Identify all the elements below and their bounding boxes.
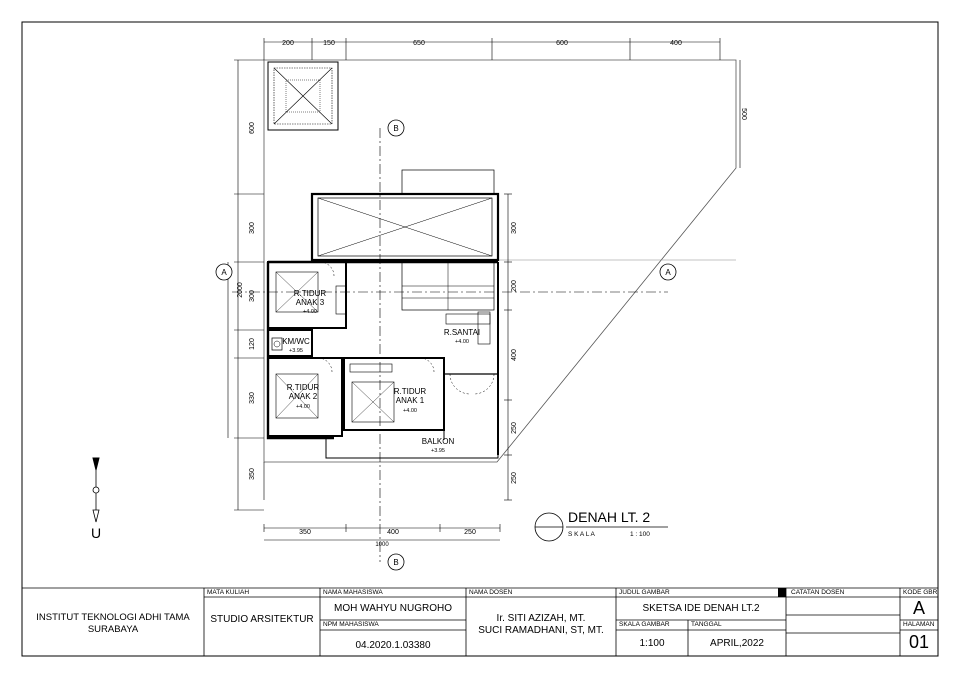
plan-scale-value: 1 : 100 (630, 531, 650, 538)
catatan-dosen-label: CATATAN DOSEN (791, 589, 845, 596)
dim-left-total: 2000 (237, 282, 244, 298)
site-boundary (263, 59, 737, 463)
dim-right-diag: 500 (740, 108, 747, 120)
dim-right-4: 250 (511, 422, 518, 434)
room-label-balkon: BALKON (422, 437, 455, 446)
dim-right-2: 200 (511, 280, 518, 292)
room-level-balkon: +3.95 (431, 448, 445, 454)
dim-right-1: 300 (511, 222, 518, 234)
plan-title-block: DENAH LT. 2 S K A L A 1 : 100 (534, 509, 668, 542)
dim-top-3: 650 (413, 40, 425, 47)
north-label: U (91, 525, 101, 541)
nama-mahasiswa-label: NAMA MAHASISWA (323, 589, 383, 596)
building-walls (263, 169, 500, 500)
skala-gambar-value: 1:100 (639, 638, 665, 649)
dim-left-2: 300 (249, 222, 256, 234)
north-arrow-icon (92, 457, 100, 523)
section-marker-b-top: B (387, 119, 405, 137)
svg-text:B: B (393, 124, 398, 133)
dosen-1-value: Ir. SITI AZIZAH, MT. (496, 613, 586, 624)
nama-dosen-label: NAMA DOSEN (469, 589, 513, 596)
dim-left-1: 600 (249, 122, 256, 134)
dim-left-5: 330 (249, 392, 256, 404)
tanggal-value: APRIL,2022 (710, 638, 764, 649)
dim-right-5: 250 (511, 472, 518, 484)
npm-label: NPM MAHASISWA (323, 621, 379, 628)
room-level-anak3: +4.00 (303, 309, 317, 315)
plan-title: DENAH LT. 2 (568, 509, 650, 525)
dimension-labels: 200 150 650 600 400 600 300 300 120 330 … (237, 40, 747, 548)
room-level-santai: +4.00 (455, 339, 469, 345)
tanggal-label: TANGGAL (691, 621, 722, 628)
dosen-2-value: SUCI RAMADHANI, ST, MT. (478, 625, 604, 636)
room-level-anak2: +4.00 (296, 404, 310, 410)
room-label-santai: R.SANTAI (444, 328, 480, 337)
svg-text:B: B (393, 558, 398, 567)
section-marker-a-left: A (215, 263, 233, 281)
halaman-label: HALAMAN (903, 621, 935, 628)
dim-bottom-2: 400 (387, 529, 399, 536)
dim-top-5: 400 (670, 40, 682, 47)
mata-kuliah-value: STUDIO ARSITEKTUR (210, 614, 314, 625)
dim-bottom-1: 350 (299, 529, 311, 536)
dim-right-3: 400 (511, 349, 518, 361)
room-label-kmwc: KM/WC (282, 337, 310, 346)
dim-left-4: 120 (249, 338, 256, 350)
dimension-lines (227, 38, 741, 541)
svg-text:A: A (221, 268, 227, 277)
roof-hatch (267, 61, 339, 131)
plan-scale-word: S K A L A (568, 531, 596, 538)
judul-gambar-label: JUDUL GAMBAR (619, 589, 670, 596)
room-level-kmwc: +3.95 (289, 348, 303, 354)
dim-top-1: 200 (282, 40, 294, 47)
catatan-marker (778, 588, 786, 597)
nama-mahasiswa-value: MOH WAHYU NUGROHO (334, 603, 452, 614)
mata-kuliah-label: MATA KULIAH (207, 589, 250, 596)
npm-value: 04.2020.1.03380 (355, 640, 431, 651)
dim-bottom-total: 1000 (375, 542, 389, 548)
kode-gbr-value: A (912, 598, 925, 618)
room-level-anak1: +4.00 (403, 408, 417, 414)
dim-bottom-3: 250 (464, 529, 476, 536)
svg-text:A: A (665, 268, 671, 277)
dim-left-3: 300 (249, 290, 256, 302)
dim-top-2: 150 (323, 40, 335, 47)
judul-gambar-value: SKETSA IDE DENAH LT.2 (642, 603, 760, 614)
section-marker-a-right: A (659, 263, 677, 281)
kode-gbr-label: KODE GBR (903, 589, 938, 596)
institution-name: INSTITUT TEKNOLOGI ADHI TAMA SURABAYA (36, 612, 190, 635)
sheet-border (21, 21, 939, 657)
section-marker-b-bottom: B (387, 553, 405, 571)
dim-left-6: 350 (249, 468, 256, 480)
dim-top-4: 600 (556, 40, 568, 47)
skala-gambar-label: SKALA GAMBAR (619, 621, 670, 628)
halaman-value: 01 (908, 632, 930, 652)
